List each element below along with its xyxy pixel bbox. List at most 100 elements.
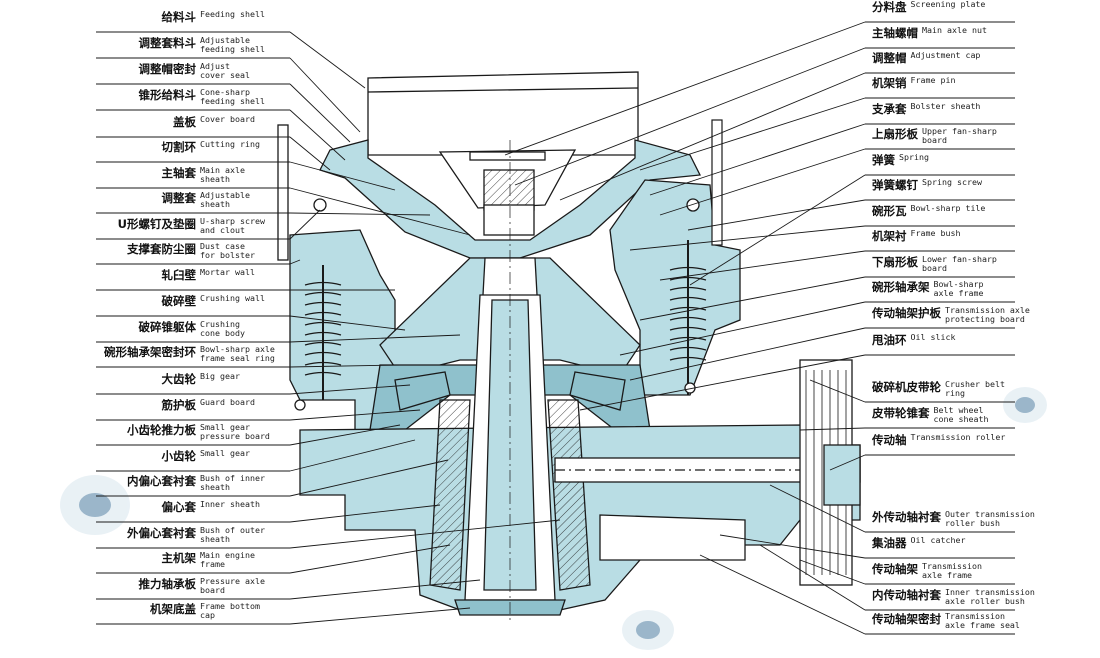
label-zh: 小齿轮推力板 xyxy=(127,423,196,437)
label-zh: 破碎锥躯体 xyxy=(138,320,197,334)
label-zh: 皮带轮锥套 xyxy=(872,406,930,420)
right-leader-8 xyxy=(629,225,866,251)
right-leader-13 xyxy=(579,354,866,411)
decorative-splash-left xyxy=(60,475,130,535)
label-zh: 支撑套防尘圈 xyxy=(127,242,196,256)
label-zh: 给料斗 xyxy=(161,10,197,24)
left-leader-18 xyxy=(289,459,449,497)
left-leader-14 xyxy=(289,384,411,395)
label-zh: 机架衬 xyxy=(872,229,907,243)
label-en: Main engine frame xyxy=(200,550,255,569)
label-en: Inner sheath xyxy=(200,499,260,509)
label-zh: 偏心套 xyxy=(161,500,197,514)
label-zh: 内偏心套衬套 xyxy=(127,474,196,488)
label-en: Spring screw xyxy=(922,177,982,187)
right-leader-5 xyxy=(659,148,866,216)
label-zh: 破碎机皮带轮 xyxy=(872,380,941,394)
label-en: Cone-sharp feeding shell xyxy=(200,87,265,106)
label-en: Bush of inner sheath xyxy=(200,473,265,492)
left-leader-1 xyxy=(289,57,361,133)
label-zh: 传动轴架护板 xyxy=(872,306,941,320)
right-leader-15 xyxy=(799,427,866,431)
label-zh: U形螺钉及垫圈 xyxy=(117,217,196,231)
left-leader-17 xyxy=(289,439,416,472)
right-leader-17 xyxy=(769,484,866,533)
belt-pulley xyxy=(799,359,861,586)
left-leader-13 xyxy=(289,364,401,368)
decorative-splash-right xyxy=(1003,387,1047,423)
label-en: Transmission axle frame xyxy=(922,561,982,580)
right-leader-9 xyxy=(659,250,866,281)
left-leader-4 xyxy=(289,136,331,171)
label-en: Screening plate xyxy=(910,0,986,9)
label-en: Bowl-sharp tile xyxy=(910,203,986,213)
label-en: Cover board xyxy=(200,114,255,124)
label-zh: 主机架 xyxy=(161,551,197,565)
label-en: Adjust cover seal xyxy=(200,61,250,80)
label-zh: 弹簧螺钉 xyxy=(872,178,918,192)
label-zh: 弹簧 xyxy=(872,153,895,167)
label-zh: 主轴螺帽 xyxy=(872,26,918,40)
left-leader-15 xyxy=(289,409,421,421)
label-en: Bolster sheath xyxy=(910,101,981,111)
right-leader-12 xyxy=(629,327,866,381)
label-zh: 切割环 xyxy=(161,140,197,154)
leader-lines xyxy=(96,21,1015,635)
label-zh: 破碎壁 xyxy=(161,294,197,308)
label-zh: 集油器 xyxy=(872,536,907,550)
machine-body xyxy=(277,71,861,620)
right-leader-19 xyxy=(799,559,866,585)
label-en: Main axle nut xyxy=(922,25,987,35)
label-zh: 下扇形板 xyxy=(872,255,918,269)
label-zh: 调整套料斗 xyxy=(138,36,197,50)
label-zh: 外偏心套衬套 xyxy=(127,526,196,540)
label-en: Adjustable feeding shell xyxy=(200,35,265,54)
label-zh: 碗形轴承架密封环 xyxy=(104,345,196,359)
label-zh: 盖板 xyxy=(173,115,196,129)
label-en: Lower fan-sharp board xyxy=(922,254,997,273)
label-en: Inner transmission axle roller bush xyxy=(945,587,1035,606)
label-zh: 碗形瓦 xyxy=(872,204,907,218)
label-zh: 分料盘 xyxy=(872,0,907,14)
label-zh: 筋护板 xyxy=(161,398,197,412)
right-label-10: 下扇形板 Lower fan-sharp board xyxy=(872,255,997,281)
label-en: Small gear xyxy=(200,448,250,458)
right-leader-18 xyxy=(719,534,866,559)
label-zh: 推力轴承板 xyxy=(138,577,197,591)
label-zh: 甩油环 xyxy=(872,333,907,347)
label-en: Dust case for bolster xyxy=(200,241,255,260)
left-leader-19 xyxy=(289,504,441,523)
left-leader-5 xyxy=(289,161,396,191)
label-en: Bowl-sharp axle frame xyxy=(933,279,984,298)
label-en: Main axle sheath xyxy=(200,165,245,184)
right-leader-21 xyxy=(699,554,866,635)
left-leader-7 xyxy=(289,212,431,216)
label-en: Feeding shell xyxy=(200,9,265,19)
left-label-9: 支撑套防尘圈 Dust case for bolster xyxy=(92,242,255,268)
label-en: Oil slick xyxy=(910,332,956,342)
left-label-4: 盖板 Cover board xyxy=(92,115,255,141)
label-en: Cutting ring xyxy=(200,139,260,149)
